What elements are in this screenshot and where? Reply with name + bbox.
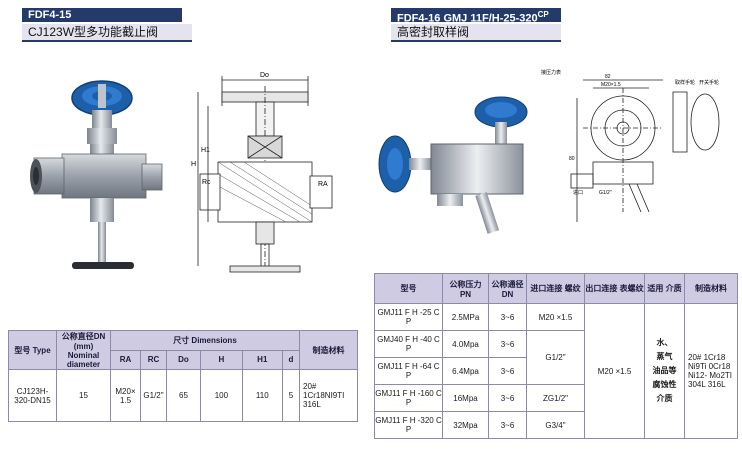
right-header-material: 制造材料 [684,273,738,304]
right-cell-model-1: GMJ11 F H -25 C P [374,303,443,331]
left-drawing-label-h: H [191,161,196,168]
right-header-pn: 公称压力 PN [442,273,489,304]
left-cell-material: 20# 1Cr18NI9TI 316L [299,369,358,422]
right-medium-line-4: 腐蚀性 [652,380,677,389]
left-subheader-d: d [281,349,301,370]
left-subheader-h1: H1 [241,349,283,370]
left-cell-dn: 15 [56,369,111,422]
right-cell-medium: 水、 蒸气 油品等 腐蚀性 介质 [644,303,685,439]
left-cell-h1: 110 [241,369,283,422]
right-cell-model-5: GMJ11 F H -320 C P [374,411,443,439]
right-drawing-label-g12: G1/2" [599,190,612,196]
table-row: GMJ11 F H -64 C P 6.4Mpa 3~6 [374,357,738,385]
right-header-dn: 公称通径 DN [488,273,527,304]
right-drawing-label-inlet: 进口 [573,189,583,196]
table-row: GMJ11 F H -320 C P 32Mpa 3~6 G3/4" [374,411,738,439]
table-row: GMJ40 F H -40 C P 4.0Mpa 3~6 G1/2" [374,330,738,385]
table-row: CJ123H-320-DN15 15 M20× 1.5 G1/2" 65 100… [8,369,358,422]
right-cell-model-2: GMJ40 F H -40 C P [374,330,443,358]
left-header-dn: 公称直径DN (mm) Nominal diameter [56,330,111,370]
left-drawing-label-h1: H1 [201,147,210,154]
right-medium-line-1: 水、 [656,338,673,347]
right-cell-inlet-1: M20 ×1.5 [526,303,585,331]
right-cell-dn-3: 3~6 [488,357,527,385]
right-cell-outlet: M20 ×1.5 [584,303,645,439]
left-cell-ra: M20× 1.5 [110,369,141,422]
right-drawing-label-80: 80 [569,156,575,162]
right-product-code: FDF4-16 GMJ 11F/H-25-320CP [391,8,561,25]
left-cell-rc: G1/2" [140,369,167,422]
left-cell-d: 5 [281,369,301,422]
right-drawing-label-switch: 开关手轮 [699,79,719,86]
left-product-name: CJ123W型多功能截止阀 [22,24,192,40]
right-spec-table: 型号 公称压力 PN 公称通径 DN 进口连接 螺纹 出口连接 表螺纹 适用 介… [374,273,738,439]
right-cell-model-4: GMJ11 F H -160 C P [374,384,443,412]
right-header-medium: 适用 介质 [644,273,685,304]
right-header-model: 型号 [374,273,443,304]
right-drawing-label-82: 82 [605,74,611,80]
left-header-dimensions: 尺寸 Dimensions [110,330,300,351]
right-cell-pn-4: 16Mpa [442,384,489,412]
right-cell-dn-1: 3~6 [488,303,527,331]
left-spec-table: 型号 Type 公称直径DN (mm) Nominal diameter 尺寸 … [8,330,358,422]
table-row: GMJ11 F H -160 C P 16Mpa 3~6 ZG1/2" [374,384,738,412]
right-cell-model-3: GMJ11 F H -64 C P [374,357,443,385]
left-header-material: 制造材料 [299,330,358,370]
right-cell-inlet-4: G3/4" [526,411,585,439]
right-cell-pn-1: 2.5MPa [442,303,489,331]
left-cell-h: 100 [199,369,243,422]
left-valve-photo [30,80,163,269]
right-drawing-label-m20: M20×1.5 [601,82,621,88]
left-drawing-label-ra: RA [318,181,328,188]
right-product-panel: FDF4-16 GMJ 11F/H-25-320CP 高密封取样阀 [371,0,742,449]
right-medium-line-2: 蒸气 [656,352,673,361]
right-cell-pn-3: 6.4Mpa [442,357,489,385]
right-drawing-label-connect: 接压力表 [541,69,561,76]
table-row: GMJ11 F H -25 C P 2.5MPa 3~6 M20 ×1.5 M2… [374,303,738,439]
right-valve-photo [378,96,528,234]
right-technical-drawing: 接压力表 82 M20×1.5 取样手轮 开关手轮 80 进口 G1/2" [541,69,720,222]
left-subheader-ra: RA [110,349,141,370]
left-cell-model: CJ123H-320-DN15 [8,369,57,422]
right-header-inlet: 进口连接 螺纹 [526,273,585,304]
right-cell-pn-5: 32Mpa [442,411,489,439]
right-medium-line-3: 油品等 [652,366,677,375]
left-title-underline [22,40,192,42]
left-drawing-label-do: Do [260,72,269,79]
right-product-name: 高密封取样阀 [391,24,561,40]
right-medium-line-5: 介质 [656,394,673,403]
left-technical-drawing: Do H H1 Rc RA [191,72,333,273]
right-cell-inlet-3: ZG1/2" [526,384,585,412]
left-product-panel: FDF4-15 CJ123W型多功能截止阀 [8,8,358,422]
left-cell-do: 65 [166,369,201,422]
left-drawing-label-rc: Rc [202,179,211,186]
right-header-outlet: 出口连接 表螺纹 [584,273,645,304]
right-cell-dn-4: 3~6 [488,384,527,412]
left-product-code: FDF4-15 [22,8,182,22]
right-cell-material: 20# 1Cr18 Ni9Ti 0Cr18 Ni12- Mo2TI 304L 3… [684,303,738,439]
left-subheader-rc: RC [140,349,167,370]
right-cell-dn-5: 3~6 [488,411,527,439]
right-cell-inlet-2: G1/2" [526,330,585,385]
right-cell-pn-2: 4.0Mpa [442,330,489,358]
right-drawing-label-sampling: 取样手轮 [675,79,695,86]
left-subheader-do: Do [166,349,201,370]
right-title-underline [391,40,561,42]
left-header-model: 型号 Type [8,330,57,370]
right-cell-dn-2: 3~6 [488,330,527,358]
left-subheader-h: H [199,349,243,370]
